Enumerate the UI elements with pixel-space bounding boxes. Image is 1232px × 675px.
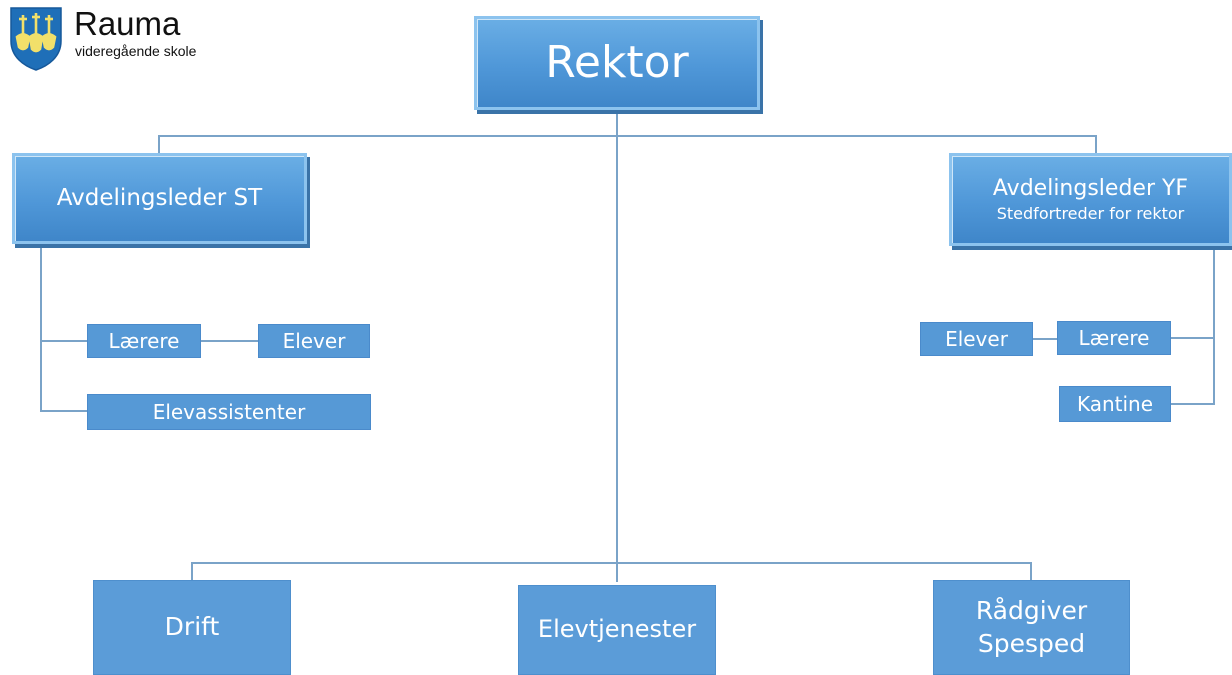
node-drift: Drift xyxy=(93,580,291,675)
connector-yf-branch xyxy=(1171,246,1215,405)
node-yf-laerere: Lærere xyxy=(1057,321,1171,355)
node-yf-kantine: Kantine xyxy=(1059,386,1171,422)
node-avdelingsleder-yf-subtitle: Stedfortreder for rektor xyxy=(996,203,1185,223)
node-elevtjenester-label: Elevtjenester xyxy=(537,615,697,644)
node-st-elever: Elever xyxy=(258,324,370,358)
logo-subtitle: videregående skole xyxy=(75,43,197,59)
node-radgiver-line2: Spesped xyxy=(977,628,1086,658)
node-st-elever-label: Elever xyxy=(282,328,346,353)
node-avdelingsleder-st: Avdelingsleder ST xyxy=(12,153,307,244)
node-elevtjenester: Elevtjenester xyxy=(518,585,716,675)
node-st-elevassistenter: Elevassistenter xyxy=(87,394,371,430)
node-radgiver-line1: Rådgiver xyxy=(975,595,1088,625)
node-drift-label: Drift xyxy=(164,612,220,642)
node-rektor-label: Rektor xyxy=(545,36,689,88)
logo-name: Rauma xyxy=(74,5,181,42)
node-yf-elever: Elever xyxy=(920,322,1033,356)
connector-st-branch xyxy=(40,244,87,412)
node-yf-elever-label: Elever xyxy=(945,326,1008,351)
node-yf-laerere-label: Lærere xyxy=(1078,325,1150,350)
connector-top-bus xyxy=(158,135,1097,153)
connector-bottom-bus xyxy=(191,562,1032,580)
node-radgiver-spesped: Rådgiver Spesped xyxy=(933,580,1130,675)
school-logo: Rauma videregående skole xyxy=(8,5,228,75)
rauma-shield-icon xyxy=(10,7,62,71)
node-st-laerere: Lærere xyxy=(87,324,201,358)
node-yf-kantine-label: Kantine xyxy=(1076,391,1154,416)
node-rektor: Rektor xyxy=(474,16,760,110)
node-st-laerere-label: Lærere xyxy=(108,328,180,353)
node-avdelingsleder-yf-title: Avdelingsleder YF xyxy=(992,175,1189,201)
node-avdelingsleder-st-label: Avdelingsleder ST xyxy=(56,185,263,212)
node-st-elevassistenter-label: Elevassistenter xyxy=(152,399,306,424)
node-avdelingsleder-yf: Avdelingsleder YF Stedfortreder for rekt… xyxy=(949,153,1232,246)
